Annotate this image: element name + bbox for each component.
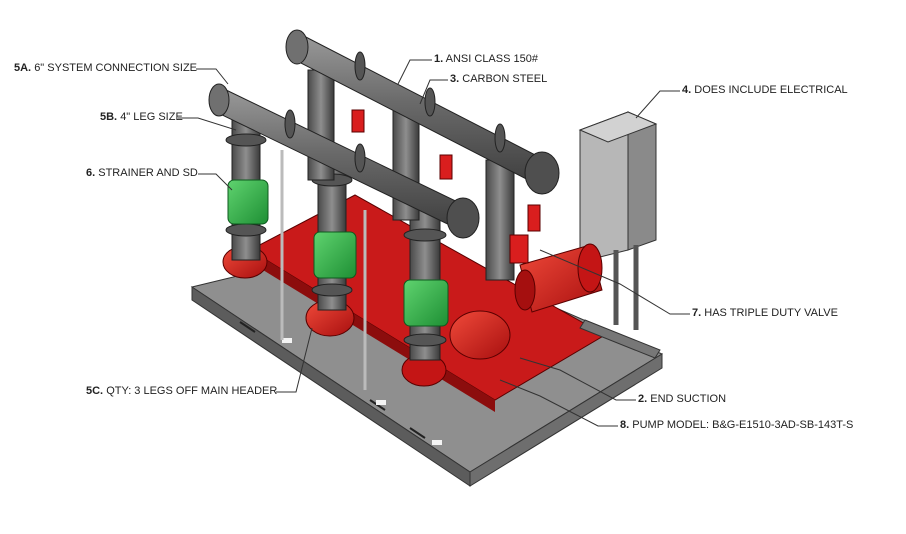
callout-leader-lines bbox=[178, 59, 690, 427]
callout-text: DOES INCLUDE ELECTRICAL bbox=[694, 84, 848, 96]
leader-5c bbox=[276, 327, 313, 393]
callout-text: CARBON STEEL bbox=[462, 73, 548, 85]
callout-number: 2. bbox=[638, 393, 648, 405]
leader-7 bbox=[539, 249, 690, 315]
callout-6-strainer: 6. STRAINER AND SD bbox=[86, 167, 198, 180]
suction-header bbox=[208, 83, 480, 239]
leader-4 bbox=[635, 90, 680, 119]
callout-1-ansi-class: 1. ANSI CLASS 150# bbox=[434, 53, 538, 66]
callout-number: 8. bbox=[620, 419, 630, 431]
callout-number: 3. bbox=[450, 73, 460, 85]
callout-text: QTY: 3 LEGS OFF MAIN HEADER bbox=[106, 385, 278, 397]
strainer-2 bbox=[313, 231, 357, 279]
callout-text: 4" LEG SIZE bbox=[120, 111, 183, 123]
callout-number: 4. bbox=[682, 84, 692, 96]
callout-text: PUMP MODEL: B&G-E1510-3AD-SB-143T-S bbox=[632, 419, 854, 431]
discharge-main-header bbox=[285, 29, 560, 195]
callout-text: STRAINER AND SD bbox=[98, 167, 198, 179]
leader-5a bbox=[196, 68, 229, 85]
callout-4-electrical: 4. DOES INCLUDE ELECTRICAL bbox=[682, 84, 848, 97]
callout-text: 6" SYSTEM CONNECTION SIZE bbox=[34, 62, 198, 74]
header-support-posts bbox=[280, 150, 367, 390]
callout-5b-leg-size: 5B. 4" LEG SIZE bbox=[100, 111, 183, 124]
leader-5b bbox=[178, 117, 237, 131]
callout-number: 5A. bbox=[14, 62, 32, 74]
callout-text: END SUCTION bbox=[650, 393, 727, 405]
callout-7-triple-duty-valve: 7. HAS TRIPLE DUTY VALVE bbox=[692, 307, 838, 320]
callout-number: 1. bbox=[434, 53, 444, 65]
leader-6 bbox=[198, 173, 233, 191]
leader-3 bbox=[419, 79, 448, 105]
callout-text: HAS TRIPLE DUTY VALVE bbox=[704, 307, 838, 319]
callout-8-pump-model: 8. PUMP MODEL: B&G-E1510-3AD-SB-143T-S bbox=[620, 419, 853, 432]
callout-text: ANSI CLASS 150# bbox=[445, 53, 538, 65]
callout-number: 6. bbox=[86, 167, 96, 179]
leader-1 bbox=[397, 59, 432, 85]
callout-2-end-suction: 2. END SUCTION bbox=[638, 393, 726, 406]
strainer-3 bbox=[403, 279, 449, 327]
callout-5a-system-connection-size: 5A. 6" SYSTEM CONNECTION SIZE bbox=[14, 62, 197, 75]
strainer-1 bbox=[227, 179, 269, 225]
triple-duty-valves bbox=[351, 109, 541, 264]
pump-motor-3 bbox=[514, 243, 603, 313]
leader-2 bbox=[519, 357, 636, 401]
callout-number: 5B. bbox=[100, 111, 118, 123]
pump-volute-3 bbox=[401, 310, 511, 387]
callout-5c-qty-legs: 5C. QTY: 3 LEGS OFF MAIN HEADER bbox=[86, 385, 277, 398]
callout-3-carbon-steel: 3. CARBON STEEL bbox=[450, 73, 547, 86]
leader-8 bbox=[499, 379, 618, 427]
callout-number: 5C. bbox=[86, 385, 104, 397]
electrical-control-panel bbox=[578, 111, 661, 359]
callout-number: 7. bbox=[692, 307, 702, 319]
